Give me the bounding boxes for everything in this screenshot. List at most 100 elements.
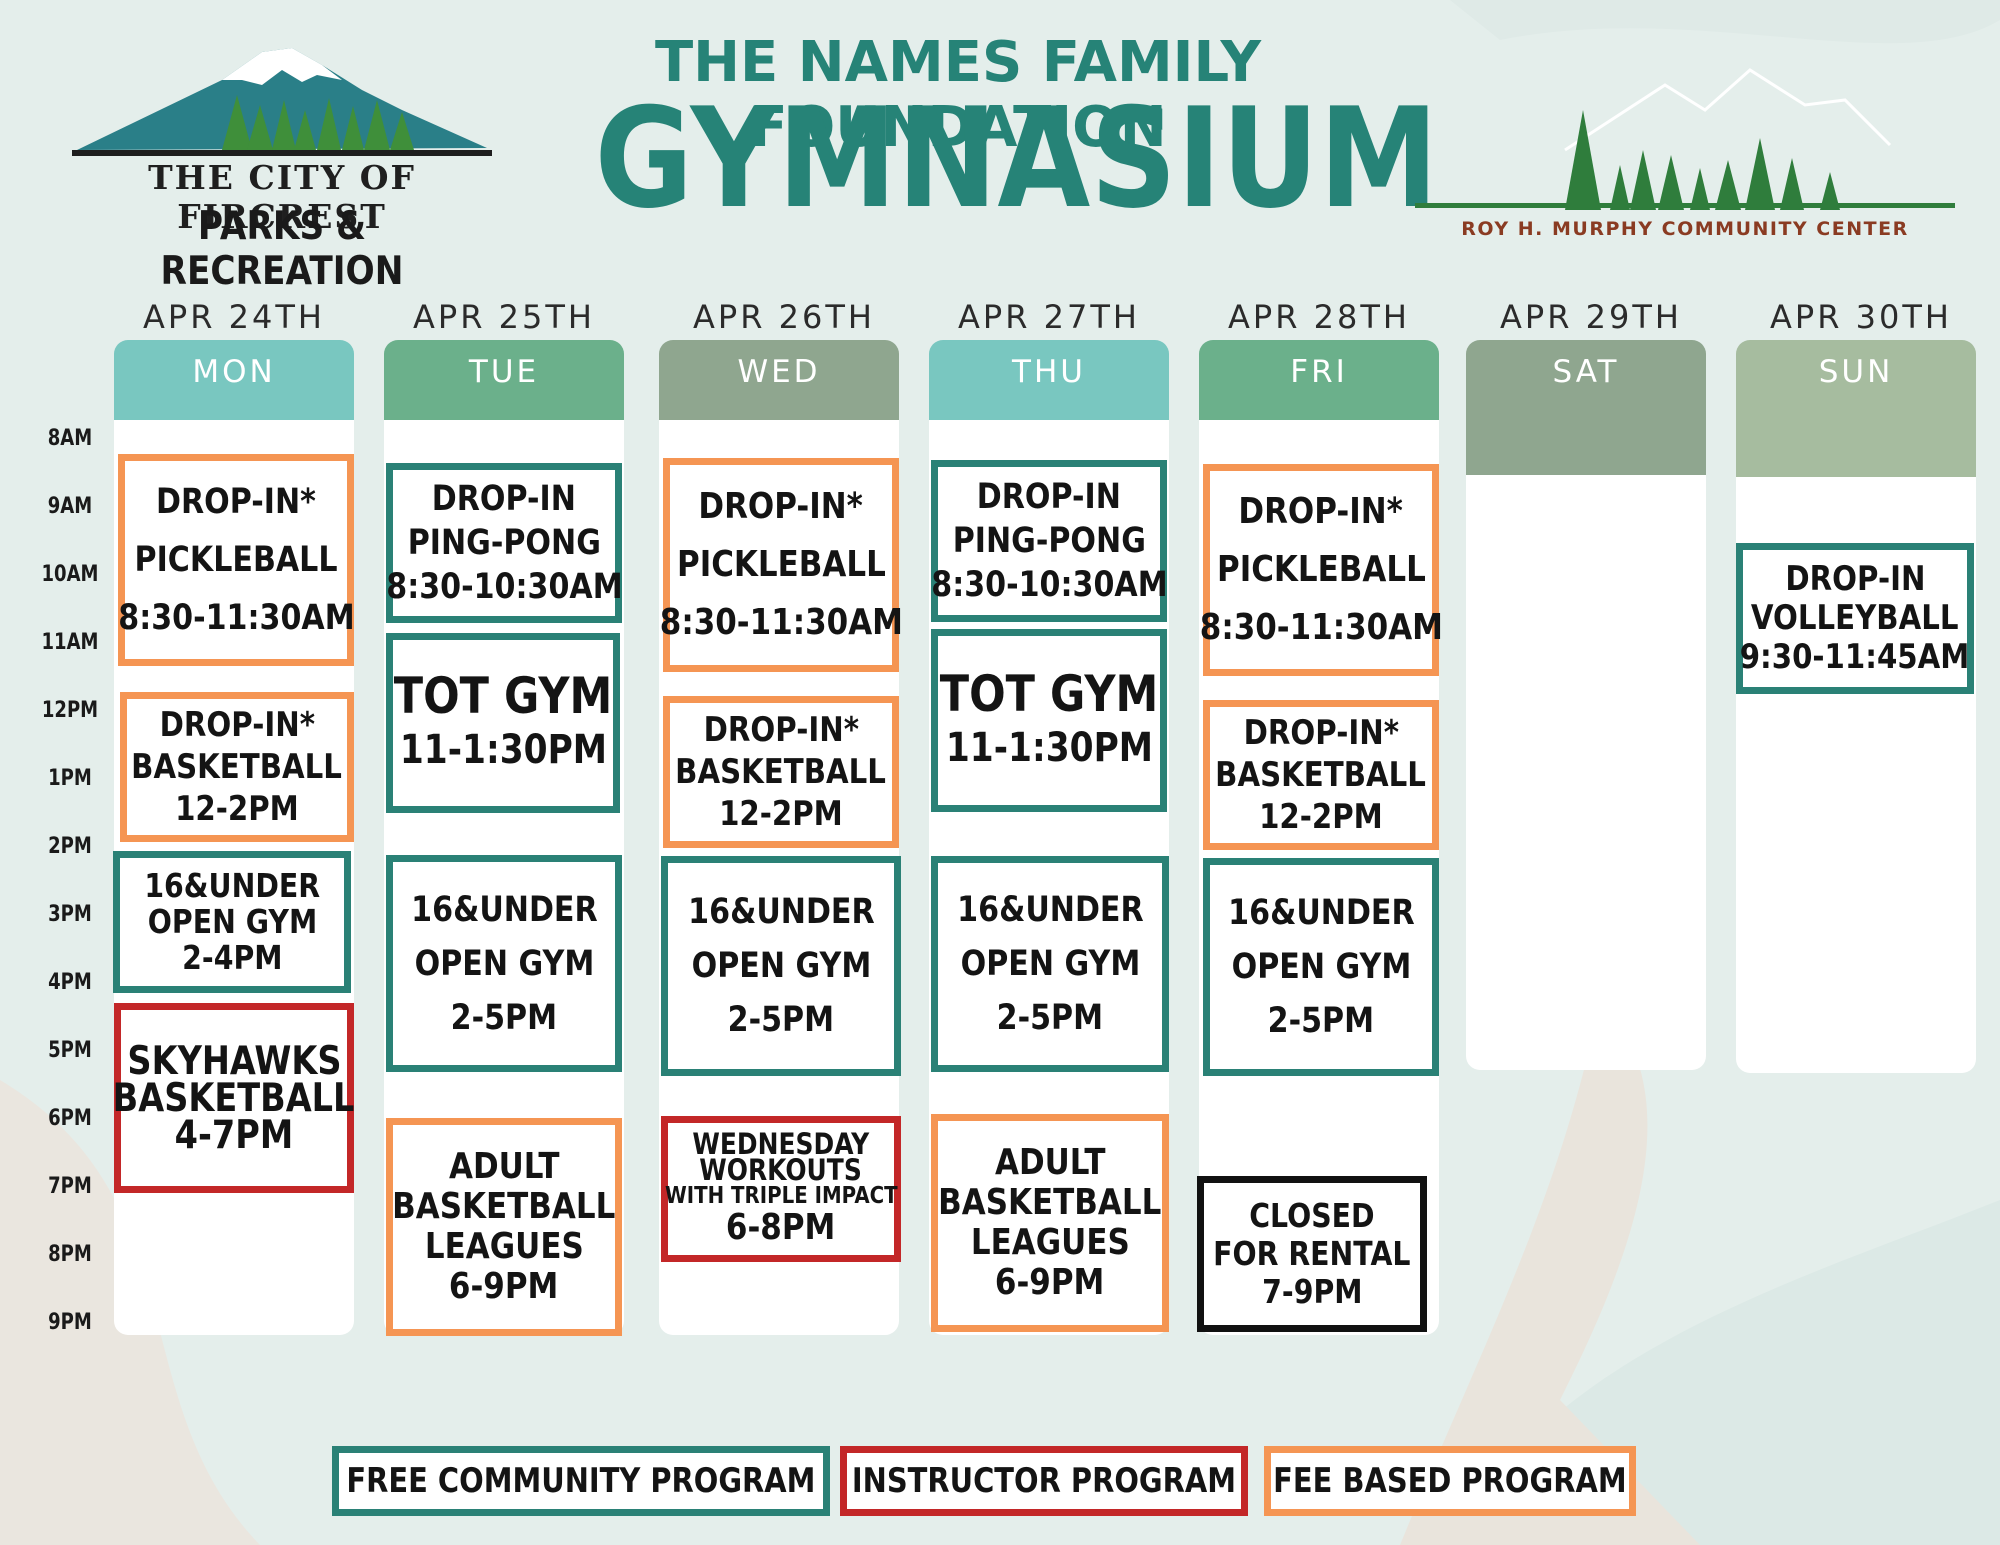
event-line: DROP-IN* [698, 486, 864, 527]
hour-label: 12PM [41, 698, 99, 723]
event-line: WITH TRIPLE IMPACT [664, 1183, 898, 1209]
event-line: 12-2PM [175, 789, 299, 829]
event-wed-pickleball[interactable]: DROP-IN* PICKLEBALL 8:30-11:30AM [659, 458, 903, 672]
event-sun-volleyball[interactable]: DROP-IN VOLLEYBALL 9:30-11:45AM [1736, 543, 1974, 694]
event-line: DROP-IN* [703, 710, 859, 750]
hour-label: 9PM [48, 1310, 92, 1335]
event-line: 11-1:30PM [945, 724, 1153, 771]
event-tue-adult-basketball[interactable]: ADULT BASKETBALL LEAGUES 6-9PM [386, 1118, 622, 1336]
day-header-sun: SUN [1736, 340, 1976, 477]
hour-label: 10AM [41, 562, 99, 587]
event-line: 16&UNDER [1227, 893, 1415, 933]
event-thu-ping-pong[interactable]: DROP-IN PING-PONG 8:30-10:30AM [931, 460, 1167, 622]
event-line: DROP-IN* [1243, 713, 1399, 753]
event-line: OPEN GYM [691, 946, 871, 986]
event-line: 6-9PM [995, 1262, 1105, 1303]
event-line: DROP-IN [1784, 559, 1926, 599]
event-line: DROP-IN* [1238, 491, 1404, 532]
day-label: WED [737, 354, 821, 390]
city-name: THE CITY OF FIRCREST [148, 158, 416, 236]
event-tue-ping-pong[interactable]: DROP-IN PING-PONG 8:30-10:30AM [386, 463, 622, 623]
event-line: BASKETBALL [938, 1182, 1162, 1223]
day-header-wed: WED [659, 340, 899, 420]
event-line: 8:30-11:30AM [659, 602, 903, 643]
event-line: DROP-IN [431, 479, 577, 519]
date-mon: APR 24TH [143, 298, 325, 336]
day-label: THU [1012, 354, 1086, 390]
event-line: OPEN GYM [414, 943, 594, 984]
date-thu: APR 27TH [958, 298, 1140, 336]
event-line: 2-5PM [1267, 1001, 1375, 1041]
community-center-name: ROY H. MURPHY COMMUNITY CENTER [1461, 218, 1909, 240]
date-fri: APR 28TH [1228, 298, 1410, 336]
event-mon-skyhawks[interactable]: SKYHAWKS BASKETBALL 4-7PM [113, 1003, 355, 1193]
event-line: BASKETBALL [131, 747, 343, 787]
hour-label: 9AM [47, 494, 93, 519]
event-line: WORKOUTS [699, 1153, 863, 1187]
legend-instructor-program: INSTRUCTOR PROGRAM [840, 1446, 1248, 1516]
column-sat [1466, 460, 1706, 1070]
event-line: FOR RENTAL [1213, 1234, 1411, 1273]
event-line: PICKLEBALL [676, 544, 886, 585]
event-mon-basketball[interactable]: DROP-IN* BASKETBALL 12-2PM [120, 692, 354, 842]
fircrest-mountain-logo [72, 48, 492, 156]
event-mon-pickleball[interactable]: DROP-IN* PICKLEBALL 8:30-11:30AM [118, 454, 354, 666]
hour-label: 8PM [48, 1242, 92, 1267]
event-line: 9:30-11:45AM [1740, 637, 1970, 677]
event-line: LEAGUES [424, 1226, 584, 1267]
event-line: PING-PONG [952, 521, 1146, 561]
event-line: 8:30-11:30AM [1199, 607, 1443, 648]
event-wed-basketball[interactable]: DROP-IN* BASKETBALL 12-2PM [663, 696, 899, 848]
event-tue-open-gym[interactable]: 16&UNDER OPEN GYM 2-5PM [386, 855, 622, 1072]
event-tue-tot-gym[interactable]: TOT GYM 11-1:30PM [386, 633, 620, 813]
event-line: 2-5PM [450, 997, 558, 1038]
event-fri-closed-rental[interactable]: CLOSED FOR RENTAL 7-9PM [1197, 1176, 1427, 1332]
event-line: ADULT [994, 1142, 1106, 1183]
hour-label: 5PM [48, 1038, 92, 1063]
event-line: OPEN GYM [1231, 947, 1411, 987]
date-tue: APR 25TH [413, 298, 595, 336]
event-line: 7-9PM [1261, 1272, 1363, 1311]
event-line: 12-2PM [1259, 797, 1383, 837]
event-line: PICKLEBALL [1216, 549, 1426, 590]
day-label: TUE [468, 354, 540, 390]
event-wed-workouts[interactable]: WEDNESDAY WORKOUTS WITH TRIPLE IMPACT 6-… [661, 1116, 901, 1262]
event-line: BASKETBALL [113, 1075, 355, 1121]
event-line: 2-4PM [181, 938, 283, 977]
event-line: 11-1:30PM [399, 727, 607, 773]
gymnasium-title: GYMNASIUM [594, 78, 1439, 239]
foundation-title: THE NAMES FAMILY FOUNDATION [654, 30, 1262, 160]
event-line: 4-7PM [174, 1112, 294, 1158]
event-line: PING-PONG [407, 523, 601, 563]
event-fri-open-gym[interactable]: 16&UNDER OPEN GYM 2-5PM [1203, 858, 1439, 1076]
hour-label: 11AM [41, 630, 99, 655]
event-mon-open-gym[interactable]: 16&UNDER OPEN GYM 2-4PM [113, 851, 351, 993]
day-header-fri: FRI [1199, 340, 1439, 420]
event-wed-open-gym[interactable]: 16&UNDER OPEN GYM 2-5PM [661, 856, 901, 1076]
day-label: SAT [1552, 354, 1620, 390]
event-line: 16&UNDER [687, 892, 875, 932]
event-line: BASKETBALL [1215, 755, 1427, 795]
event-line: VOLLEYBALL [1751, 598, 1959, 638]
event-thu-adult-basketball[interactable]: ADULT BASKETBALL LEAGUES 6-9PM [931, 1114, 1169, 1332]
day-label: MON [192, 354, 276, 390]
event-line: 2-5PM [727, 1000, 835, 1040]
event-line: DROP-IN* [159, 705, 315, 745]
event-line: CLOSED [1249, 1196, 1375, 1235]
day-header-thu: THU [929, 340, 1169, 420]
day-header-mon: MON [114, 340, 354, 420]
event-line: SKYHAWKS [126, 1038, 342, 1084]
event-line: 12-2PM [719, 794, 843, 834]
date-sun: APR 30TH [1770, 298, 1952, 336]
legend-label: FREE COMMUNITY PROGRAM [346, 1461, 816, 1501]
event-thu-tot-gym[interactable]: TOT GYM 11-1:30PM [931, 629, 1167, 812]
event-line: 8:30-10:30AM [385, 567, 623, 607]
event-fri-basketball[interactable]: DROP-IN* BASKETBALL 12-2PM [1203, 700, 1439, 850]
day-header-tue: TUE [384, 340, 624, 420]
hour-label: 4PM [48, 970, 92, 995]
day-header-sat: SAT [1466, 340, 1706, 475]
event-line: 2-5PM [996, 998, 1104, 1038]
event-thu-open-gym[interactable]: 16&UNDER OPEN GYM 2-5PM [931, 856, 1169, 1072]
event-fri-pickleball[interactable]: DROP-IN* PICKLEBALL 8:30-11:30AM [1199, 464, 1443, 676]
hour-label: 3PM [48, 902, 92, 927]
